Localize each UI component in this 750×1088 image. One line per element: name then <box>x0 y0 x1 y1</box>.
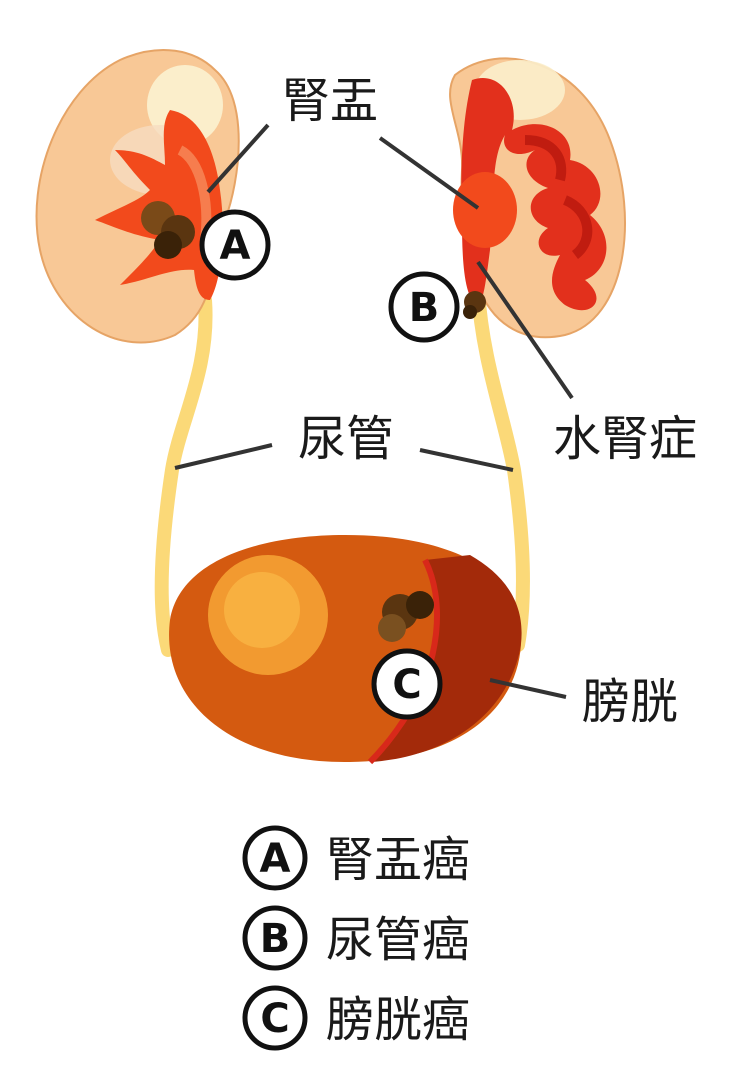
left-ureter <box>154 293 213 657</box>
tumor-c <box>378 591 434 642</box>
svg-text:腎盂癌: 腎盂癌 <box>326 832 470 888</box>
leader-renal-pelvis <box>206 123 270 194</box>
svg-text:C: C <box>260 996 289 1042</box>
label-bladder: 膀胱 <box>582 674 678 730</box>
tumor-a <box>141 201 195 259</box>
marker-b: B <box>388 271 460 343</box>
legend: A 腎盂癌 B 尿管癌 C 膀胱癌 <box>242 825 470 1051</box>
tumor-b <box>463 291 486 319</box>
svg-text:膀胱癌: 膀胱癌 <box>326 992 470 1048</box>
leader-hydronephrosis <box>476 260 574 400</box>
leader-ureter-left <box>174 443 273 470</box>
label-ureter: 尿管 <box>298 411 394 467</box>
legend-item-b: B 尿管癌 <box>242 905 470 971</box>
svg-text:尿管癌: 尿管癌 <box>326 912 470 968</box>
legend-item-c: C 膀胱癌 <box>242 985 470 1051</box>
marker-a: A <box>199 209 271 281</box>
label-hydronephrosis: 水腎症 <box>553 411 697 467</box>
label-renal-pelvis: 腎盂 <box>282 73 378 129</box>
legend-item-a: A 腎盂癌 <box>242 825 470 891</box>
leader-renal-pelvis-right <box>378 136 480 210</box>
svg-text:B: B <box>260 916 291 962</box>
left-kidney <box>35 49 240 344</box>
svg-text:A: A <box>220 223 251 269</box>
svg-text:A: A <box>260 836 291 882</box>
right-kidney <box>449 57 626 339</box>
right-hydronephrosis <box>461 78 607 311</box>
right-ureter <box>471 283 530 652</box>
leader-bladder <box>489 678 567 699</box>
marker-c: C <box>371 648 443 720</box>
svg-text:B: B <box>409 285 440 331</box>
svg-text:C: C <box>392 662 421 708</box>
bladder <box>169 535 522 765</box>
leader-ureter-right <box>419 448 514 472</box>
